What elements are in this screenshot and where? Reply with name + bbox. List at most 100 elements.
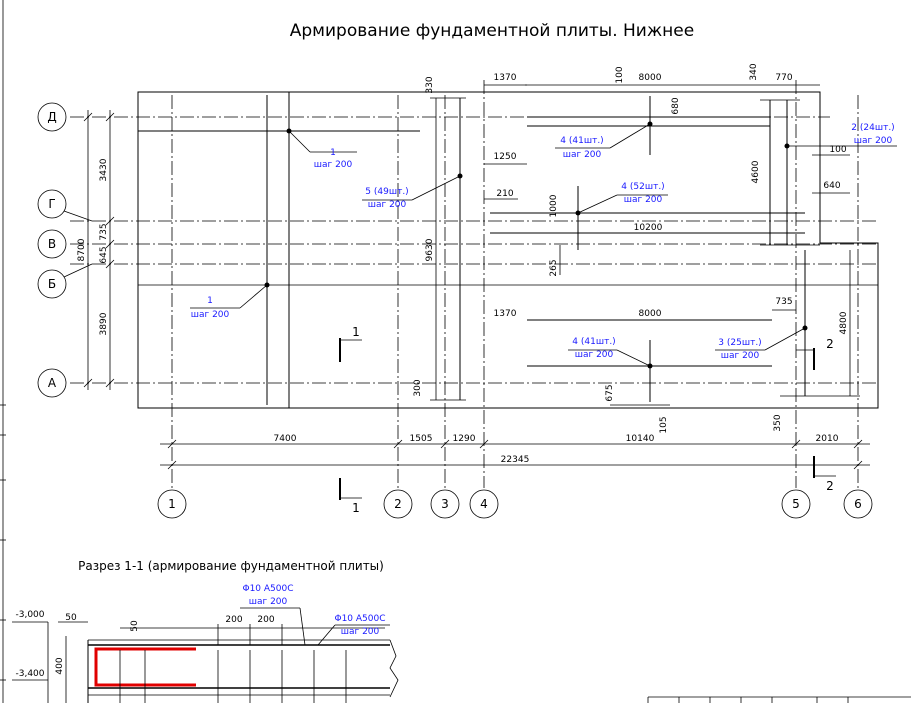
- section-level-top: -3,000: [15, 610, 44, 620]
- dim-100-top: 100: [615, 66, 625, 83]
- dim-640: 640: [823, 181, 840, 191]
- slab-outline: [137, 91, 879, 409]
- grid-axes-horizontal: [70, 116, 878, 384]
- rebar-4b-label: 4 (52шт.): [621, 182, 664, 192]
- section-bar1-step: шаг 200: [249, 597, 288, 607]
- axis-label-6: 6: [854, 497, 862, 511]
- section-bar2-label: Φ10 А500С: [334, 614, 385, 624]
- dim-735-right: 735: [775, 297, 792, 307]
- axis-label-b: Б: [48, 277, 56, 291]
- rebar-5-label: 5 (49шт.): [365, 187, 408, 197]
- rebar-4c-label: 4 (41шт.): [572, 337, 615, 347]
- section-drawing: [12, 607, 399, 703]
- section-bar2-step: шаг 200: [341, 627, 380, 637]
- rebar-4b-step: шаг 200: [624, 195, 663, 205]
- axis-label-1: 1: [168, 497, 176, 511]
- dim-4800: 4800: [839, 311, 849, 334]
- rebar-5-step: шаг 200: [368, 200, 407, 210]
- axis-bubbles-letters: Д Г В Б А: [37, 102, 93, 398]
- cut-mark-2-lower: [813, 456, 836, 478]
- rebar-4a-label: 4 (41шт.): [560, 136, 603, 146]
- title-block-corner: [647, 696, 911, 703]
- rebar-1: [138, 95, 420, 405]
- dim-350: 350: [773, 414, 783, 431]
- dim-8000-top: 8000: [639, 73, 662, 83]
- section-title: Разрез 1-1 (армирование фундаментной пли…: [78, 559, 384, 573]
- grid-axes-vertical: [171, 80, 859, 488]
- dim-645: 645: [99, 246, 109, 263]
- axis-label-5: 5: [792, 497, 800, 511]
- dim-1250: 1250: [494, 152, 517, 162]
- cut-mark-2-lower-label: 2: [826, 479, 834, 493]
- cut-mark-2-upper-label: 2: [826, 337, 834, 351]
- rebar-4-upper: [484, 84, 820, 155]
- axis-label-v: В: [48, 237, 56, 251]
- rebar-4-middle: [484, 186, 805, 275]
- rebar-1-bot-step: шаг 200: [191, 310, 230, 320]
- dim-735-left: 735: [99, 223, 109, 240]
- axis-label-4: 4: [480, 497, 488, 511]
- dim-3430: 3430: [99, 158, 109, 181]
- section-dim-50a: 50: [65, 613, 77, 623]
- dim-675: 675: [605, 384, 615, 401]
- dim-680: 680: [671, 97, 681, 114]
- rebar-2-step: шаг 200: [854, 136, 893, 146]
- axis-label-a: А: [48, 376, 57, 390]
- cut-mark-1-lower-label: 1: [352, 501, 360, 515]
- dim-1290: 1290: [453, 434, 476, 444]
- rebar-3-label: 3 (25шт.): [718, 338, 761, 348]
- section-dim-200a: 200: [225, 615, 242, 625]
- rebar-4c-step: шаг 200: [575, 350, 614, 360]
- cut-mark-1-upper: [339, 338, 362, 362]
- bottom-dimensions: [160, 439, 870, 470]
- axis-label-d: Д: [47, 110, 56, 124]
- dim-770: 770: [775, 73, 792, 83]
- dim-7400: 7400: [274, 434, 297, 444]
- rebar-3-step: шаг 200: [721, 351, 760, 361]
- section-bar1-label: Φ10 А500С: [242, 584, 293, 594]
- cut-mark-1-upper-label: 1: [352, 325, 360, 339]
- cut-mark-2-upper: [796, 348, 815, 370]
- dim-330: 330: [425, 76, 435, 93]
- dim-265: 265: [549, 259, 559, 276]
- dim-100-right: 100: [829, 145, 846, 155]
- dim-1370-top: 1370: [494, 73, 517, 83]
- section-dim-200b: 200: [257, 615, 274, 625]
- section-dim-50b: 50: [130, 620, 140, 632]
- dim-210: 210: [496, 189, 513, 199]
- dim-300: 300: [413, 379, 423, 396]
- axis-bubbles-numbers: 1 2 3 4 5 6: [157, 489, 873, 519]
- rebar-5: [362, 97, 466, 401]
- rebar-1-bot-label: 1: [207, 296, 213, 306]
- dim-10200: 10200: [634, 223, 663, 233]
- dim-8000-bottom: 8000: [639, 309, 662, 319]
- dim-105: 105: [659, 416, 669, 433]
- dim-3890: 3890: [99, 312, 109, 335]
- axis-label-2: 2: [394, 497, 402, 511]
- dim-1370-bottom: 1370: [494, 309, 517, 319]
- dim-1505: 1505: [410, 434, 433, 444]
- frame-ticks: [0, 404, 6, 681]
- axis-label-3: 3: [441, 497, 449, 511]
- plan-title: Армирование фундаментной плиты. Нижнее: [290, 21, 694, 41]
- dim-9630: 9630: [425, 238, 435, 261]
- dim-2010: 2010: [816, 434, 839, 444]
- cut-mark-1-lower: [339, 478, 362, 500]
- axis-label-g: Г: [48, 197, 55, 211]
- rebar-3: [715, 250, 860, 397]
- rebar-4-lower: [527, 319, 772, 406]
- dim-4600: 4600: [751, 160, 761, 183]
- left-dimensions: [83, 110, 115, 390]
- section-dim-400: 400: [55, 657, 65, 674]
- dim-10140: 10140: [626, 434, 655, 444]
- rebar-1-top-step: шаг 200: [314, 160, 353, 170]
- rebar-2: [760, 99, 897, 246]
- dim-8700: 8700: [77, 238, 87, 261]
- rebar-2-label: 2 (24шт.): [851, 123, 894, 133]
- dim-1000: 1000: [549, 194, 559, 217]
- rebar-4a-step: шаг 200: [563, 150, 602, 160]
- dim-22345: 22345: [501, 455, 530, 465]
- section-level-bottom: -3,400: [15, 669, 44, 679]
- dim-340: 340: [749, 63, 759, 80]
